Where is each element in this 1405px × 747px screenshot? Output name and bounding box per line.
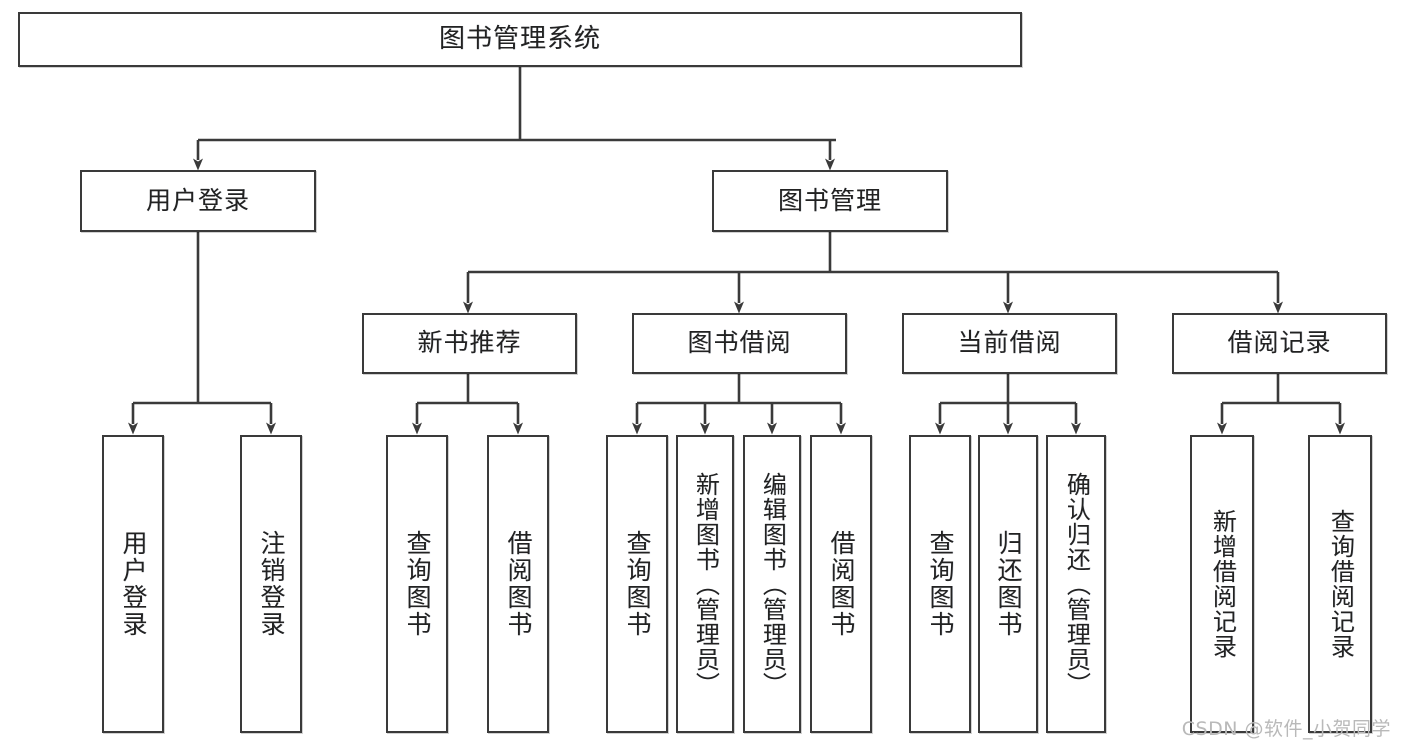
leaf-return-book[interactable]: 归还图书	[978, 435, 1038, 733]
leaf-add-book-admin[interactable]: 新增图书（管理员）	[676, 435, 734, 733]
node-book-borrow[interactable]: 图书借阅	[632, 313, 847, 374]
leaf-label: 编辑图书（管理员）	[758, 471, 787, 697]
leaf-label: 用户登录	[119, 530, 148, 638]
leaf-label: 查询图书	[926, 530, 955, 638]
node-book-manage[interactable]: 图书管理	[712, 170, 948, 232]
node-user-login[interactable]: 用户登录	[80, 170, 316, 232]
node-label: 新书推荐	[417, 328, 522, 358]
leaf-query-book-borrow[interactable]: 查询图书	[606, 435, 668, 733]
leaf-query-book-current[interactable]: 查询图书	[909, 435, 971, 733]
node-label: 借阅记录	[1227, 328, 1332, 358]
leaf-label: 借阅图书	[827, 530, 856, 638]
node-label: 图书借阅	[687, 328, 792, 358]
leaf-edit-book-admin[interactable]: 编辑图书（管理员）	[743, 435, 801, 733]
leaf-label: 新增借阅记录	[1208, 509, 1237, 659]
node-current-borrow[interactable]: 当前借阅	[902, 313, 1117, 374]
node-root-system[interactable]: 图书管理系统	[18, 12, 1022, 67]
leaf-logout[interactable]: 注销登录	[240, 435, 302, 733]
node-borrow-record[interactable]: 借阅记录	[1172, 313, 1387, 374]
leaf-label: 查询图书	[403, 530, 432, 638]
node-label: 当前借阅	[957, 328, 1062, 358]
leaf-label: 确认归还（管理员）	[1062, 471, 1091, 697]
leaf-query-borrow-record[interactable]: 查询借阅记录	[1308, 435, 1372, 733]
node-new-book-recommend[interactable]: 新书推荐	[362, 313, 577, 374]
leaf-label: 新增图书（管理员）	[691, 471, 720, 697]
node-label: 图书管理系统	[438, 23, 601, 54]
node-label: 用户登录	[145, 185, 250, 215]
csdn-watermark: CSDN @软件_小贺同学	[1181, 718, 1391, 740]
leaf-label: 归还图书	[994, 530, 1023, 638]
leaf-confirm-return-admin[interactable]: 确认归还（管理员）	[1046, 435, 1106, 733]
node-label: 图书管理	[777, 185, 882, 215]
leaf-add-borrow-record[interactable]: 新增借阅记录	[1190, 435, 1254, 733]
leaf-label: 查询图书	[623, 530, 652, 638]
leaf-label: 查询借阅记录	[1326, 509, 1355, 659]
leaf-borrow-book-recommend[interactable]: 借阅图书	[487, 435, 549, 733]
leaf-query-book-recommend[interactable]: 查询图书	[386, 435, 448, 733]
leaf-borrow-book[interactable]: 借阅图书	[810, 435, 872, 733]
leaf-label: 注销登录	[257, 530, 286, 638]
leaf-label: 借阅图书	[504, 530, 533, 638]
leaf-user-login[interactable]: 用户登录	[102, 435, 164, 733]
